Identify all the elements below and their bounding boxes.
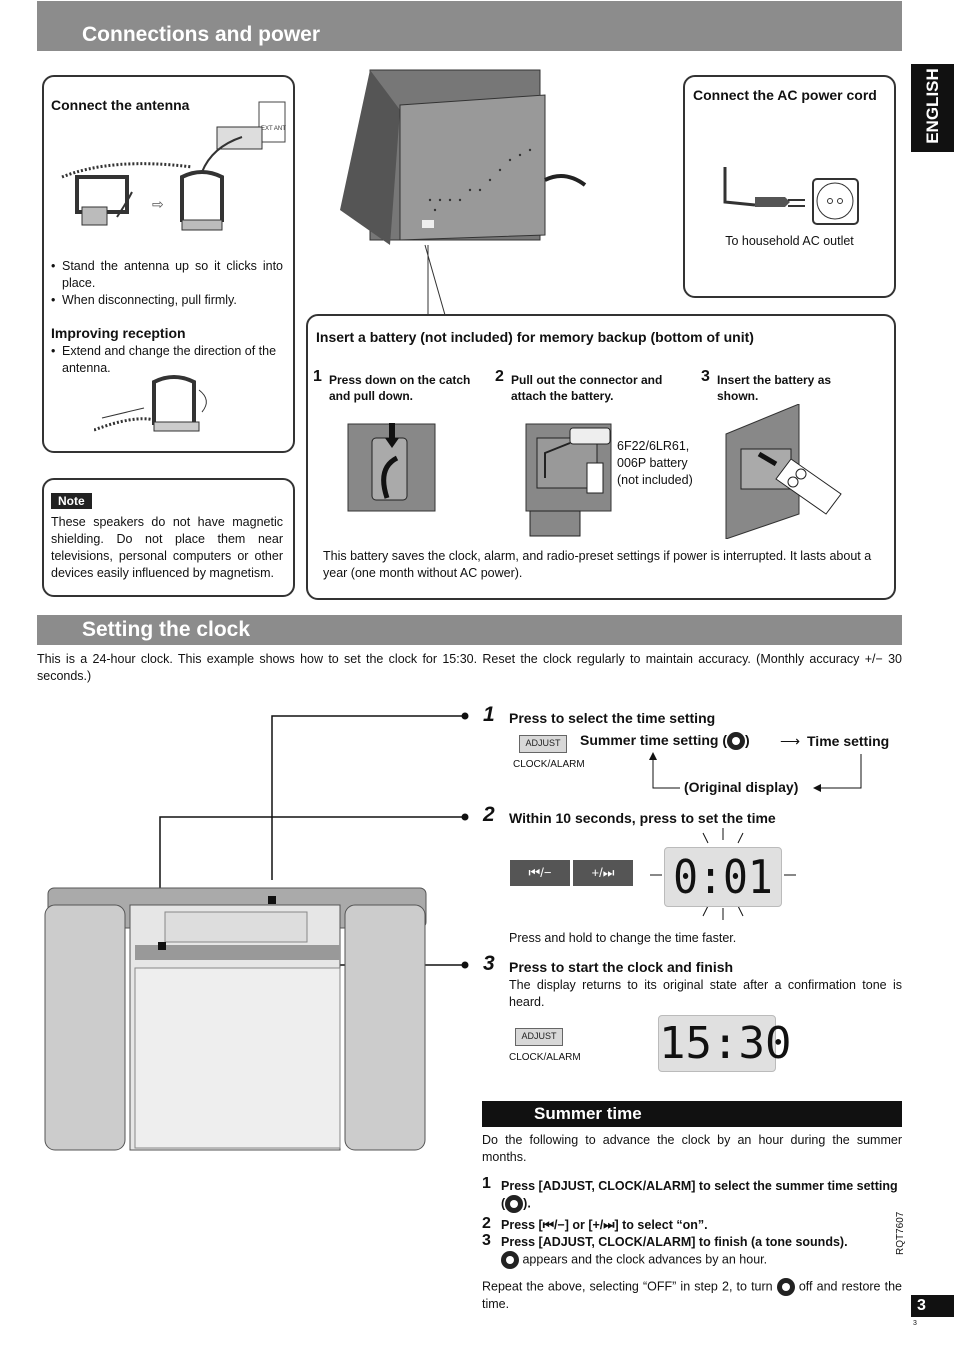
step-text: Insert the battery as shown. [717,373,832,403]
clock-step-3-number: 3 [483,952,495,975]
section-title: Connections and power [82,23,321,46]
lcd-time: 0:01 [673,850,773,904]
step-text: Press down on the catch and pull down. [329,373,471,403]
step-number: 3 [701,368,710,385]
summer-step-number: 3 [482,1232,491,1249]
document-code: RQT7607 [895,1211,906,1255]
antenna-bullets: Stand the antenna up so it clicks into p… [51,258,283,309]
summer-step-2: Press [⏮/−] or [+/⏭] to select “on”. [501,1218,708,1232]
ac-heading: Connect the AC power cord [693,87,877,103]
lcd-display-setting: 0:01 [664,847,782,907]
clock-step-3-desc: The display returns to its original stat… [509,978,902,1009]
unit-side-illustration [340,69,587,316]
skip-back-minus-button[interactable]: ⏮/− [510,860,570,886]
clock-alarm-label: CLOCK/ALARM [513,759,585,770]
language-label: ENGLISH [923,68,942,144]
summer-step-3: Press [ADJUST, CLOCK/ALARM] to finish (a… [501,1235,848,1249]
antenna-panel: Connect the antenna EXT ANT ⇨ Stand the … [42,75,295,453]
summer-repeat-b: off and restore the time. [482,1279,902,1311]
battery-connector-illustration [525,423,612,537]
antenna-bullet: When disconnecting, pull firmly. [51,292,283,309]
improving-heading: Improving reception [51,325,186,341]
summer-step-3-sub-text: appears and the clock advances by an hou… [522,1252,768,1267]
improving-bullets: Extend and change the direction of the a… [51,343,283,377]
summer-title: Summer time [534,1104,642,1123]
summer-time-icon [727,732,746,751]
reception-illustration [94,375,207,432]
step-number: 1 [313,368,322,385]
clock-step-1-number: 1 [483,703,495,726]
summer-repeat: Repeat the above, selecting “OFF” in ste… [482,1278,902,1313]
adjust-button[interactable]: ADJUST [519,735,567,753]
clock-alarm-label: CLOCK/ALARM [509,1052,581,1063]
summer-time-icon [505,1195,524,1213]
time-setting-label: Time setting [807,733,890,749]
clock-step-1-title: Press to select the time setting [509,710,716,726]
section-title: Setting the clock [82,618,251,641]
summer-step-1-end: ). [523,1196,531,1211]
antenna-heading: Connect the antenna [51,97,190,113]
battery-heading: Insert a battery (not included) for memo… [316,329,754,345]
arrow-right-icon: ⟶ [780,733,801,749]
summer-setting-text: Summer time setting ( [580,732,728,748]
section-header-connections: Connections and power [37,1,902,51]
language-tab: ENGLISH [911,64,954,152]
clock-step-2-title: Within 10 seconds, press to set the time [509,810,776,826]
summer-setting-close: ) [745,732,750,748]
cycle-arrows [649,752,862,792]
ext-ant-label: EXT ANT [261,126,286,132]
summer-setting-label: Summer time setting () [580,732,750,751]
unit-front-illustration [44,712,469,1151]
battery-type-label: 6F22/6LR61, 006P battery (not included) [617,439,693,487]
clock-intro: This is a 24-hour clock. This example sh… [37,652,902,683]
step-text: Pull out the connector and attach the ba… [511,373,663,403]
note-panel: Note These speakers do not have magnetic… [42,478,295,597]
battery-catch-illustration [347,423,436,512]
page-number: 3 [911,1295,954,1317]
section-header-clock: Setting the clock [37,615,902,645]
summer-step-number: 2 [482,1215,491,1232]
ac-panel: Connect the AC power cord To household A… [683,75,896,298]
summer-intro: Do the following to advance the clock by… [482,1133,902,1164]
svg-text:⇨: ⇨ [152,196,164,212]
battery-insert-illustration [725,404,842,539]
summer-repeat-a: Repeat the above, selecting “OFF” in ste… [482,1279,773,1294]
summer-step-3-sub: appears and the clock advances by an hou… [501,1251,767,1269]
page-number-small: 3 [913,1320,917,1327]
plug-illustration [723,167,859,225]
hold-hint: Press and hold to change the time faster… [509,931,737,945]
lcd-time: 15:30 [659,1018,792,1069]
summer-step-number: 1 [482,1175,491,1192]
summer-time-icon [501,1251,519,1269]
summer-time-icon [776,1278,795,1296]
note-tag: Note [51,493,92,509]
improving-bullet: Extend and change the direction of the a… [51,343,283,377]
adjust-button[interactable]: ADJUST [515,1028,563,1046]
antenna-illustration: EXT ANT ⇨ [61,101,286,231]
antenna-bullet: Stand the antenna up so it clicks into p… [51,258,283,292]
lcd-display-final: 15:30 [658,1015,792,1072]
clock-step-3-title: Press to start the clock and finish [509,959,734,975]
summer-step-1: Press [ADJUST, CLOCK/ALARM] to select th… [501,1178,901,1213]
battery-footer: This battery saves the clock, alarm, and… [323,549,872,580]
outlet-label: To household AC outlet [725,234,854,248]
summer-time-header: Summer time [482,1101,902,1127]
note-text: These speakers do not have magnetic shie… [51,515,283,580]
step-number: 2 [495,368,504,385]
original-display-label: (Original display) [684,779,799,795]
battery-panel: Insert a battery (not included) for memo… [306,314,896,600]
summer-step-1-text: Press [ADJUST, CLOCK/ALARM] to select th… [501,1179,898,1211]
clock-step-2-number: 2 [483,803,495,826]
plus-skip-forward-button[interactable]: +/⏭ [573,860,633,886]
